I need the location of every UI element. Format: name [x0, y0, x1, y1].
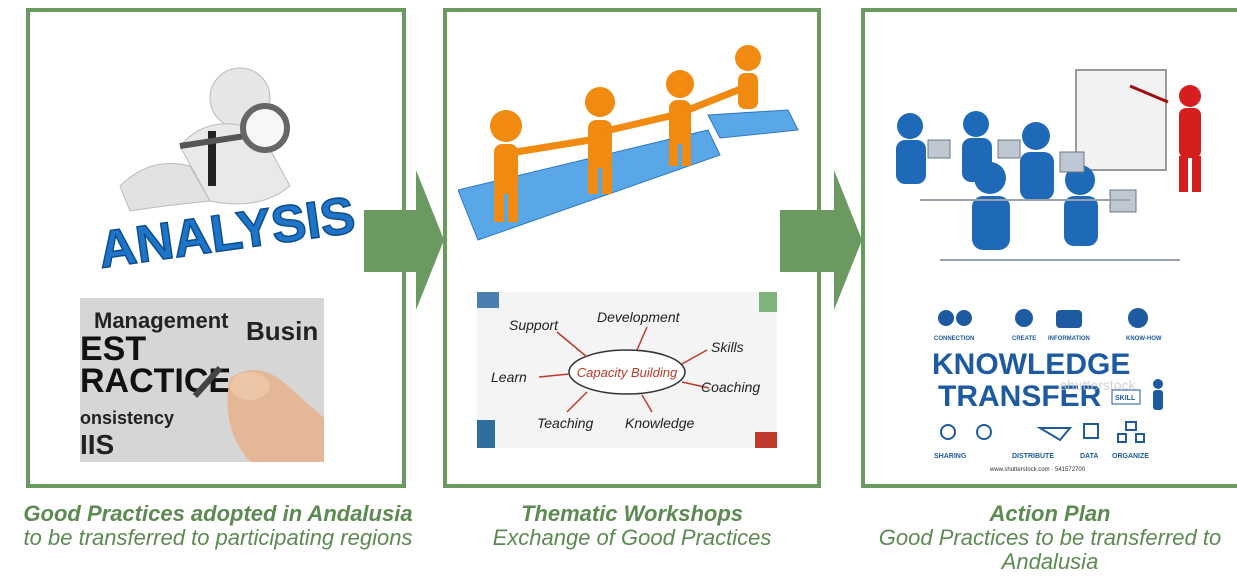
knowledge-title: KNOWLEDGE [932, 348, 1130, 381]
mindmap-coaching: Coaching [701, 379, 760, 395]
mindmap-knowledge: Knowledge [625, 415, 694, 431]
mindmap-support: Support [509, 317, 559, 333]
caption-title: Thematic Workshops [520, 501, 744, 526]
transfer-title: TRANSFER [938, 380, 1102, 413]
mindmap-center: Capacity Building [577, 365, 678, 380]
caption-title: Action Plan [989, 501, 1111, 526]
watermark: shutterstock [1060, 377, 1136, 393]
caption-subtitle: to be transferred to participating regio… [23, 525, 413, 550]
label-data: DATA [1080, 453, 1098, 460]
label-connection: CONNECTION [934, 336, 974, 342]
caption-title: Good Practices adopted in Andalusia [23, 501, 413, 526]
label-know-how: KNOW-HOW [1126, 336, 1162, 342]
best-practice-photo: Management EST Busin RACTICE onsistency … [80, 298, 324, 462]
word-iis: IIS [80, 429, 114, 460]
label-distribute: DISTRIBUTE [1012, 453, 1054, 460]
label-create: CREATE [1012, 336, 1036, 342]
image-credit: www.shutterstock.com · 541572700 [989, 467, 1086, 473]
label-sharing: SHARING [934, 453, 967, 460]
mindmap-skills: Skills [711, 339, 744, 355]
mindmap-development: Development [597, 309, 681, 325]
flow-arrow-1 [364, 170, 444, 310]
teamwork-puzzle-illustration [458, 40, 806, 270]
capacity-building-mindmap: Capacity Building Support Development Sk… [477, 292, 777, 448]
mindmap-teaching: Teaching [537, 415, 594, 431]
word-est: EST [80, 330, 146, 368]
word-busin: Busin [246, 316, 318, 346]
word-management: Management [94, 308, 229, 333]
label-information: INFORMATION [1048, 336, 1090, 342]
skill-label: SKILL [1115, 395, 1136, 402]
label-organize: ORGANIZE [1112, 453, 1149, 460]
caption-subtitle: Good Practices to be transferred to Anda… [878, 525, 1222, 574]
flow-arrow-2 [780, 170, 862, 310]
analysis-illustration: ANALYSIS [60, 36, 380, 276]
classroom-illustration [880, 40, 1226, 280]
word-onsistency: onsistency [80, 408, 174, 428]
caption-action-plan: Action Plan Good Practices to be transfe… [860, 502, 1237, 574]
caption-analysis: Good Practices adopted in Andalusia to b… [10, 502, 426, 550]
caption-subtitle: Exchange of Good Practices [492, 525, 772, 550]
knowledge-transfer-graphic: CONNECTION CREATE INFORMATION KNOW-HOW K… [920, 298, 1182, 474]
caption-workshops: Thematic Workshops Exchange of Good Prac… [440, 502, 824, 550]
mindmap-learn: Learn [491, 369, 527, 385]
